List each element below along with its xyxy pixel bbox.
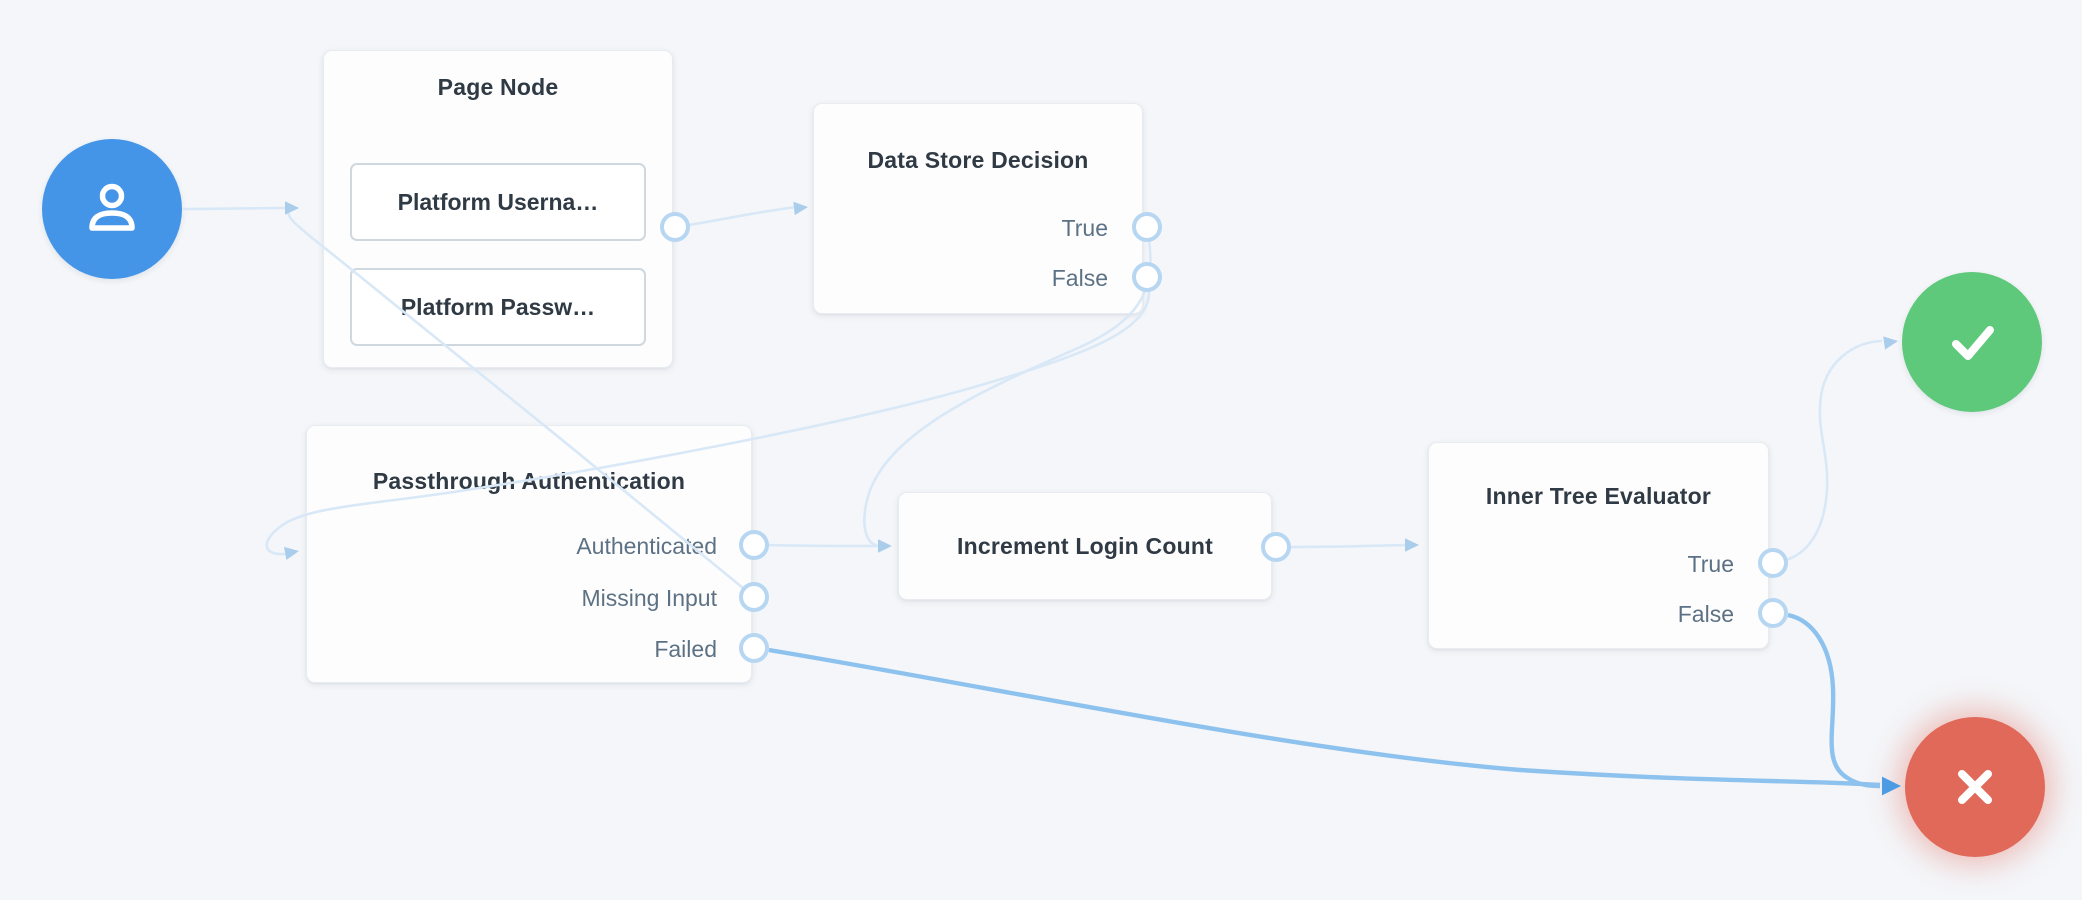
edge-inner-tree-true-to-success[interactable] (1785, 339, 1883, 562)
arrowhead-page-node-input (285, 201, 299, 215)
arrowhead-success-input (1883, 336, 1898, 350)
arrowhead-inner-tree-input (1405, 538, 1419, 552)
collector-label: Platform Passw… (400, 293, 596, 320)
outcome-true: True (1061, 215, 1108, 241)
node-page-node[interactable]: Page Node Platform Userna… Platform Pass… (323, 50, 673, 368)
outcome-missing-input: Missing Input (581, 585, 717, 611)
node-increment-login-count[interactable]: Increment Login Count (898, 492, 1272, 600)
outcome-false: False (1051, 265, 1108, 291)
arrowhead-increment-input (878, 539, 892, 553)
edge-failed-to-failure[interactable] (768, 647, 1881, 788)
node-title: Increment Login Count (957, 533, 1213, 559)
user-icon (74, 171, 150, 247)
edge-authenticated-to-increment[interactable] (767, 543, 878, 548)
arrowhead-data-store-input (793, 201, 808, 216)
node-title: Inner Tree Evaluator (1485, 483, 1712, 509)
node-title: Data Store Decision (867, 147, 1089, 173)
outcome-false: False (1677, 601, 1734, 627)
arrowhead-passthrough-input (284, 546, 299, 561)
collector-platform-username[interactable]: Platform Userna… (350, 163, 646, 241)
node-title: Passthrough Authentication (372, 468, 686, 494)
edge-inner-tree-false-to-failure[interactable] (1787, 612, 1881, 789)
node-passthrough-authentication[interactable]: Passthrough Authentication Authenticated… (306, 425, 752, 683)
outcome-true: True (1687, 551, 1734, 577)
arrowhead-failure-input (1882, 776, 1901, 796)
edge-start-to-page-node[interactable] (182, 206, 287, 211)
outcome-failed: Failed (654, 636, 717, 662)
node-data-store-decision[interactable]: Data Store Decision True False (813, 103, 1143, 314)
failure-node[interactable] (1905, 717, 2045, 857)
collector-label: Platform Userna… (397, 188, 599, 215)
start-node[interactable] (42, 139, 182, 279)
outcome-authenticated: Authenticated (576, 533, 717, 559)
edge-increment-to-inner-tree[interactable] (1288, 543, 1407, 549)
node-title: Page Node (437, 74, 559, 100)
node-inner-tree-evaluator[interactable]: Inner Tree Evaluator True False (1428, 442, 1769, 649)
x-icon (1937, 749, 2013, 825)
success-node[interactable] (1902, 272, 2042, 412)
edge-page-node-to-data-store[interactable] (688, 205, 798, 227)
check-icon (1934, 304, 2010, 380)
collector-platform-password[interactable]: Platform Passw… (350, 268, 646, 346)
